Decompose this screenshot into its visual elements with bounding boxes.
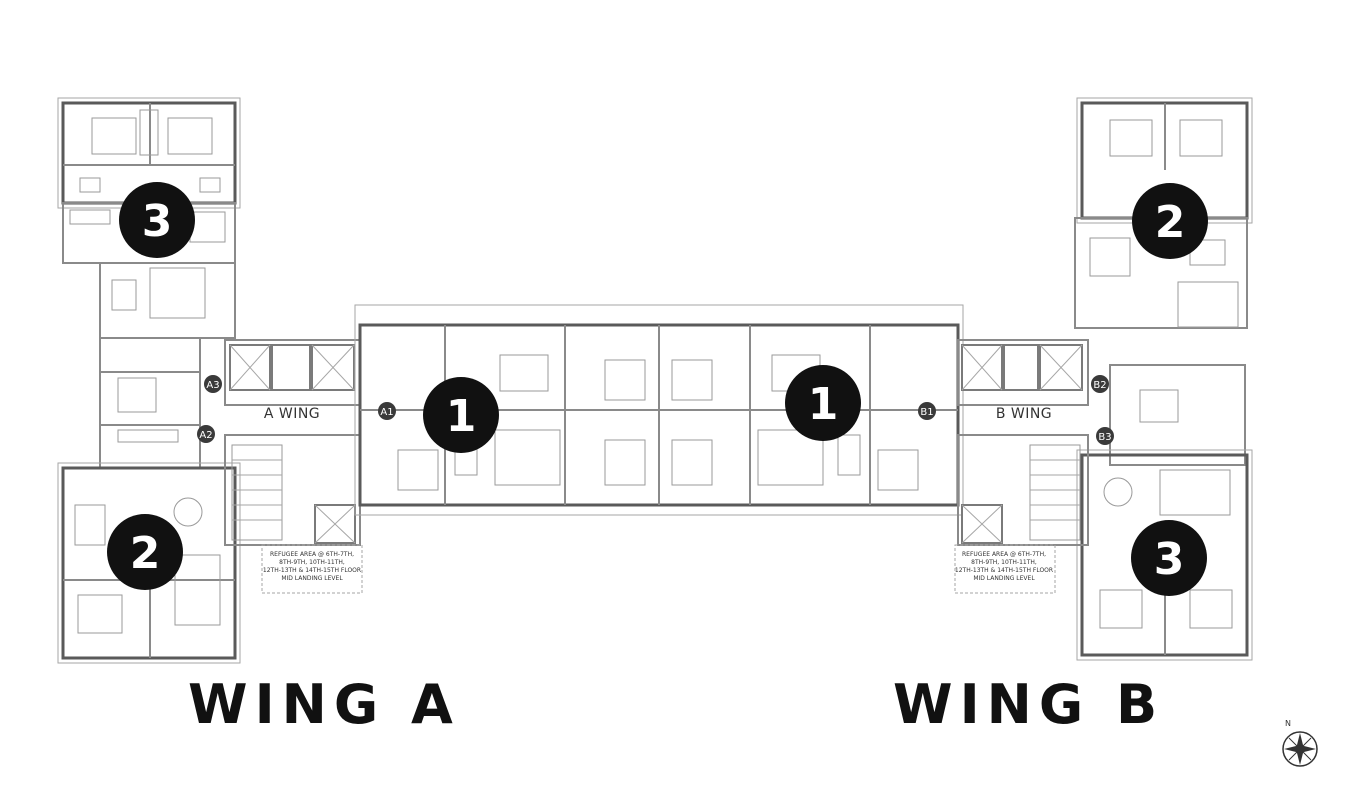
flat-marker-b3: B3: [1096, 427, 1114, 445]
svg-text:A2: A2: [199, 430, 212, 441]
svg-text:3: 3: [1154, 534, 1185, 585]
svg-text:1: 1: [446, 391, 477, 442]
svg-text:REFUGEE AREA @ 6TH-7TH,: REFUGEE AREA @ 6TH-7TH,: [962, 551, 1046, 558]
refugee-area-note-b: REFUGEE AREA @ 6TH-7TH, 8TH-9TH, 10TH-11…: [955, 551, 1053, 582]
unit-badge-b3: 3: [1131, 520, 1207, 596]
svg-text:B3: B3: [1098, 432, 1111, 443]
svg-text:B1: B1: [920, 407, 933, 418]
svg-text:REFUGEE AREA @ 6TH-7TH,: REFUGEE AREA @ 6TH-7TH,: [270, 551, 354, 558]
svg-text:MID LANDING LEVEL: MID LANDING LEVEL: [281, 575, 343, 582]
compass-rose-icon: N: [1282, 719, 1318, 767]
svg-text:8TH-9TH, 10TH-11TH,: 8TH-9TH, 10TH-11TH,: [971, 559, 1037, 566]
svg-text:1: 1: [808, 379, 839, 430]
wing-a-title: WING A: [188, 673, 460, 736]
flat-marker-a3: A3: [204, 375, 222, 393]
svg-text:A1: A1: [380, 407, 393, 418]
unit-badge-b1: 1: [785, 365, 861, 441]
unit-badge-a3: 3: [119, 182, 195, 258]
refugee-area-note-a: REFUGEE AREA @ 6TH-7TH, 8TH-9TH, 10TH-11…: [263, 551, 361, 582]
flat-marker-b1: B1: [918, 402, 936, 420]
wing-a-plan: [57, 97, 363, 664]
svg-text:B2: B2: [1093, 380, 1106, 391]
svg-text:8TH-9TH, 10TH-11TH,: 8TH-9TH, 10TH-11TH,: [279, 559, 345, 566]
svg-text:MID LANDING LEVEL: MID LANDING LEVEL: [973, 575, 1035, 582]
b-wing-corridor-label: B WING: [996, 406, 1052, 422]
svg-text:12TH-13TH & 14TH-15TH FLOOR: 12TH-13TH & 14TH-15TH FLOOR: [955, 567, 1053, 574]
svg-text:2: 2: [130, 528, 161, 579]
flat-marker-b2: B2: [1091, 375, 1109, 393]
svg-text:N: N: [1285, 719, 1291, 728]
flat-marker-a1: A1: [378, 402, 396, 420]
svg-text:2: 2: [1155, 197, 1186, 248]
wing-b-plan: [954, 97, 1253, 661]
svg-text:3: 3: [142, 196, 173, 247]
a-wing-corridor-label: A WING: [264, 406, 320, 422]
svg-text:A3: A3: [206, 380, 219, 391]
unit-badge-a2: 2: [107, 514, 183, 590]
unit-badge-b2: 2: [1132, 183, 1208, 259]
wing-b-title: WING B: [893, 673, 1165, 736]
svg-text:12TH-13TH & 14TH-15TH FLOOR: 12TH-13TH & 14TH-15TH FLOOR: [263, 567, 361, 574]
flat-marker-a2: A2: [197, 425, 215, 443]
unit-badge-a1: 1: [423, 377, 499, 453]
